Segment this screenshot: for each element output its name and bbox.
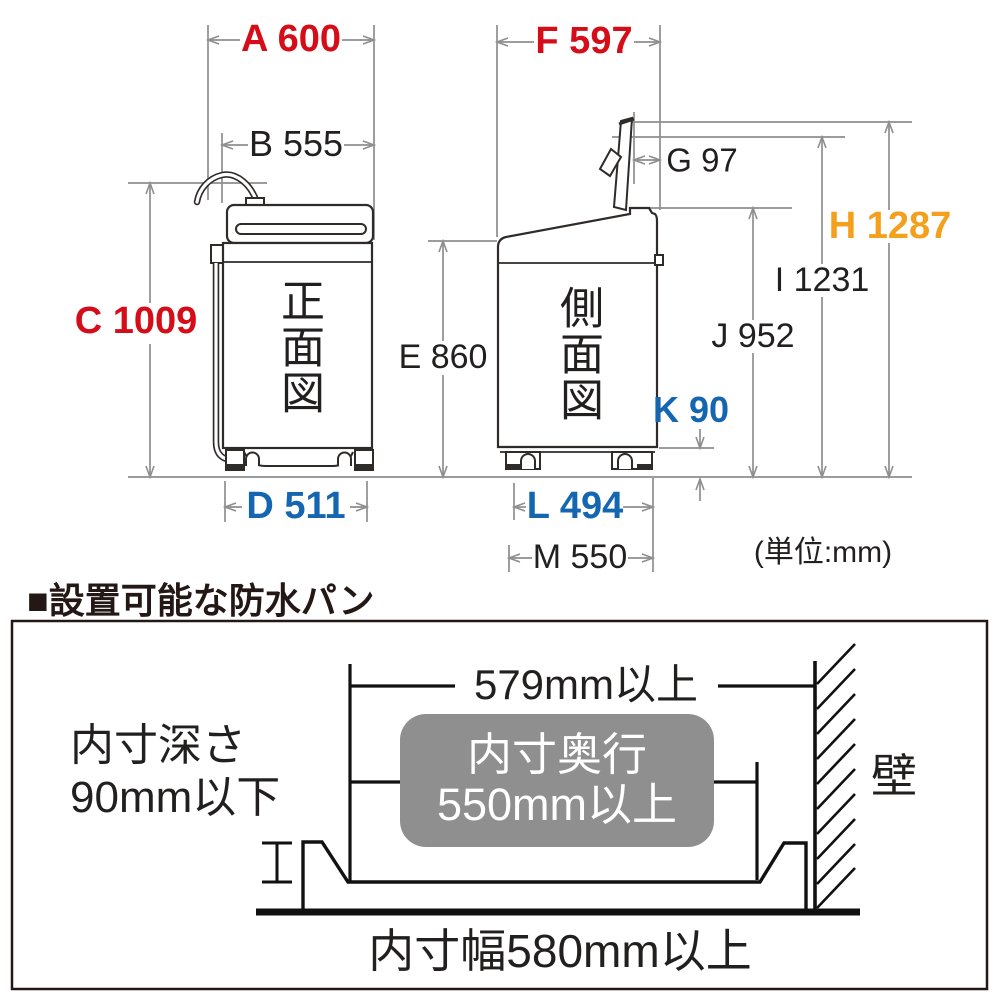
dim-label-B: B 555 (248, 123, 344, 164)
front-right-arch (337, 451, 352, 466)
pan-diagram-border (10, 619, 989, 991)
side-rear-tab (654, 254, 664, 266)
pan-inner-depth-label-line2: 550mm以上 (436, 779, 678, 830)
front-cabinet (221, 241, 374, 450)
dim-label-C: C 1009 (74, 300, 198, 342)
side-front-arch (520, 453, 536, 469)
pan-cross-section (301, 840, 808, 910)
side-open-lid (612, 116, 634, 212)
dim-label-M: M 550 (532, 538, 628, 576)
wall-hatching (816, 643, 856, 909)
section-heading: ■設置可能な防水パン (27, 580, 375, 621)
side-rear-foot-pad (637, 464, 651, 470)
dim-label-L: L 494 (526, 485, 624, 527)
pan-inner-width-label: 内寸幅580mm以上 (368, 925, 752, 977)
front-lid-handle-slot (235, 223, 367, 235)
front-view-title: 正面図 (274, 278, 323, 416)
dim-label-E: E 860 (398, 338, 488, 376)
dim-label-A: A 600 (241, 18, 341, 60)
front-base-plate (243, 451, 354, 467)
side-lid-latch (598, 147, 623, 178)
pan-diagram (10, 619, 989, 991)
pan-inner-depth-label-line1: 内寸奥行 (466, 729, 647, 780)
front-left-foot-pad (227, 464, 243, 471)
pan-inner-depth-badge: 内寸奥行 550mm以上 (400, 714, 714, 847)
pan-depth-label-line2: 90mm以下 (70, 773, 281, 822)
dim-label-I: I 1231 (774, 261, 870, 299)
dimension-lines (128, 25, 912, 572)
pan-depth-label: 内寸深さ 90mm以下 (70, 720, 280, 824)
dim-label-K: K 90 (652, 389, 730, 430)
front-side-bracket (210, 244, 224, 264)
pan-depth-label-line1: 内寸深さ (70, 721, 246, 770)
dim-label-F: F 597 (535, 20, 633, 62)
side-cabinet (496, 206, 659, 449)
pan-depth-indicator-icon (262, 841, 292, 884)
dim-label-J: J 952 (711, 317, 795, 355)
dim-label-G: G 97 (666, 141, 738, 179)
front-left-arch (245, 451, 260, 466)
side-front-foot-pad (507, 464, 521, 470)
dim-label-D: D 511 (246, 485, 346, 527)
front-hose-inner (195, 172, 260, 208)
unit-note: (単位:mm) (753, 536, 893, 569)
dim-label-H: H 1287 (828, 205, 952, 247)
front-view-drawing (193, 171, 375, 471)
side-view-drawing (496, 116, 664, 470)
side-view-title: 側面図 (553, 285, 602, 423)
side-rear-arch (617, 453, 633, 469)
front-right-foot-pad (356, 464, 372, 471)
pan-top-width-label: 579mm以上 (473, 661, 699, 708)
side-lid-top-cap (618, 117, 635, 126)
wall-label: 壁 (871, 750, 917, 802)
